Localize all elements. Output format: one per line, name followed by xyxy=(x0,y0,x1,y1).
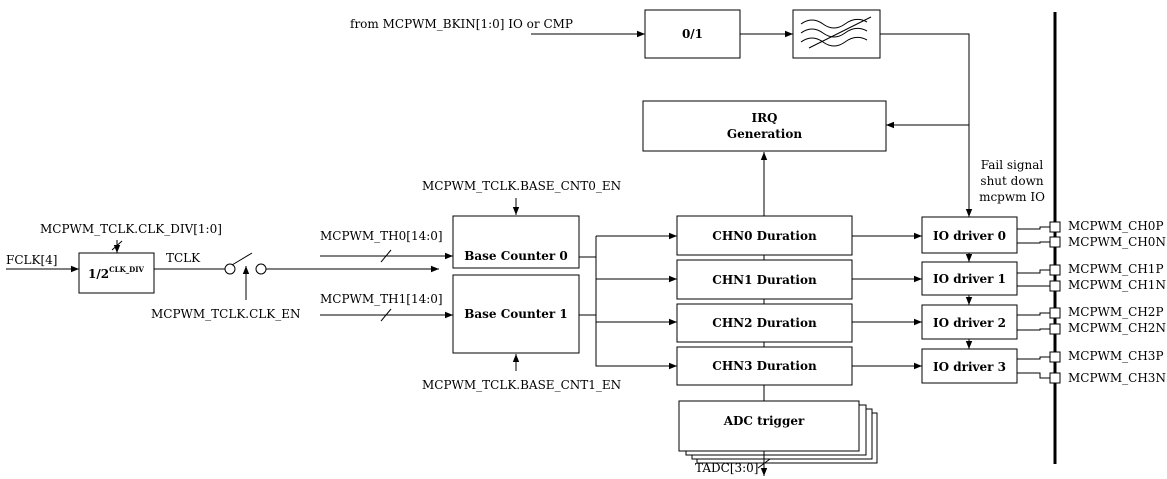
io-driver-3-block xyxy=(921,348,1018,384)
base-counter-1-label: Base Counter 1 xyxy=(464,307,568,321)
pad-ch2p xyxy=(1049,307,1061,319)
chn0-duration-label: CHN0 Duration xyxy=(712,229,817,243)
output-label-ch0p: MCPWM_CH0P xyxy=(1068,219,1164,233)
output-label-ch1p: MCPWM_CH1P xyxy=(1068,262,1164,276)
fail-signal-note-3: mcpwm IO xyxy=(979,190,1045,204)
chn1-duration-block xyxy=(676,259,853,300)
base-counter-1-block xyxy=(452,274,580,354)
output-label-ch2p: MCPWM_CH2P xyxy=(1068,305,1164,319)
irq-label-line2: Generation xyxy=(727,127,802,141)
chn3-duration-label: CHN3 Duration xyxy=(712,359,817,373)
base-cnt1-en-label: MCPWM_TCLK.BASE_CNT1_EN xyxy=(422,378,621,392)
io2-n-line xyxy=(1017,328,1050,331)
chn1-duration-label: CHN1 Duration xyxy=(712,273,817,287)
th1-label: MCPWM_TH1[14:0] xyxy=(320,292,443,306)
chn0-duration-block xyxy=(676,215,853,256)
io-driver-0-label: IO driver 0 xyxy=(933,229,1006,243)
fail-signal-note-2: shut down xyxy=(980,174,1043,188)
io-driver-2-label: IO driver 2 xyxy=(933,316,1006,330)
irq-generation-block xyxy=(642,100,887,152)
io-driver-3-label: IO driver 3 xyxy=(933,360,1006,374)
output-label-ch3n: MCPWM_CH3N xyxy=(1068,371,1166,385)
io0-p-line xyxy=(1017,226,1050,230)
io3-p-line xyxy=(1017,356,1050,360)
chn2-duration-label: CHN2 Duration xyxy=(712,316,817,330)
io-driver-0-block xyxy=(921,216,1018,254)
clk-div-bus-slash xyxy=(111,240,123,251)
irq-label-line1: IRQ xyxy=(751,111,777,125)
clock-divider-block xyxy=(78,252,155,294)
adc-trigger-block xyxy=(678,400,860,452)
tadc-label: TADC[3:0] xyxy=(695,461,759,475)
io2-p-line xyxy=(1017,312,1050,316)
output-label-ch3p: MCPWM_CH3P xyxy=(1068,349,1164,363)
clk-div-label: MCPWM_TCLK.CLK_DIV[1:0] xyxy=(40,222,222,236)
counter1-to-chn3-arrow xyxy=(579,314,677,370)
fail-signal-note-1: Fail signal xyxy=(981,158,1044,172)
io-driver-1-label: IO driver 1 xyxy=(933,272,1006,286)
tadc-bus-slash xyxy=(757,458,771,469)
chn2-duration-block xyxy=(676,303,853,343)
io1-p-line xyxy=(1017,269,1050,274)
io3-n-line xyxy=(1017,372,1050,379)
fail-signal-line xyxy=(880,33,973,217)
bkin-input-label: from MCPWM_BKIN[1:0] IO or CMP xyxy=(350,17,573,31)
output-label-ch0n: MCPWM_CH0N xyxy=(1068,235,1166,249)
th0-label: MCPWM_TH0[14:0] xyxy=(320,229,443,243)
chn3-duration-block xyxy=(676,346,853,386)
io0-n-line xyxy=(1017,241,1050,244)
pad-ch3p xyxy=(1049,351,1061,363)
tclk-label: TCLK xyxy=(166,251,201,265)
bkin-select-label: 0/1 xyxy=(682,27,703,41)
pad-ch0n xyxy=(1049,236,1061,248)
clk-en-label: MCPWM_TCLK.CLK_EN xyxy=(151,307,300,321)
th0-bus-slash xyxy=(380,249,392,263)
base-counter-0-label: Base Counter 0 xyxy=(464,249,568,263)
th1-bus-slash xyxy=(380,308,392,322)
base-cnt0-en-label: MCPWM_TCLK.BASE_CNT0_EN xyxy=(422,179,621,193)
pad-ch0p xyxy=(1049,221,1061,233)
pad-ch2n xyxy=(1049,323,1061,335)
adc-trigger-label: ADC trigger xyxy=(723,414,805,428)
pad-ch1n xyxy=(1049,280,1061,292)
fclk-label: FCLK[4] xyxy=(6,253,57,267)
pad-ch3n xyxy=(1049,372,1061,384)
clock-divider-label: 1/2CLK_DIV xyxy=(88,265,145,281)
output-label-ch2n: MCPWM_CH2N xyxy=(1068,321,1166,335)
base-counter-0-block xyxy=(452,215,580,269)
output-label-ch1n: MCPWM_CH1N xyxy=(1068,278,1166,292)
pad-ch1p xyxy=(1049,264,1061,276)
filter-icon xyxy=(800,16,872,49)
